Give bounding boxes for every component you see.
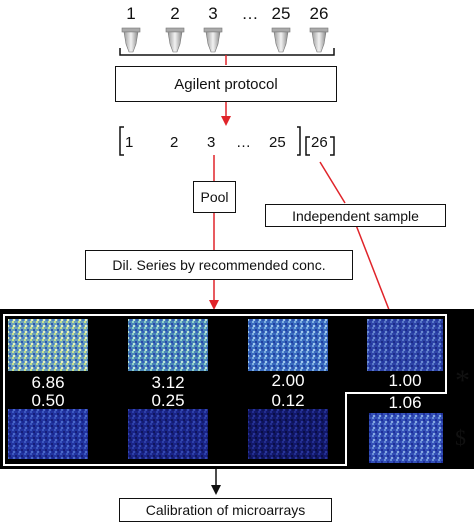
tube-label-25: 25 [271,4,291,23]
independent-sample-box: Independent sample [265,204,446,227]
array-tile-2 [128,319,208,371]
array-tile-3 [248,319,328,371]
sample-label-26: 26 [311,134,328,151]
sample-label-3: 3 [207,134,216,151]
sample-label-ellipsis: … [236,134,251,151]
panel-outline [3,314,447,466]
microarray-panel: 6.86 3.12 2.00 1.00 0.50 0.25 0.12 1.06 [0,309,474,469]
tube-26 [309,27,329,53]
value-0-25: 0.25 [151,391,185,410]
array-tile-6 [128,409,208,459]
tube-2 [165,27,185,53]
tube-label-ellipsis: … [241,4,259,23]
value-1-06: 1.06 [388,393,422,412]
value-2-00: 2.00 [271,371,305,390]
tube-bracket [119,48,335,56]
value-0-12: 0.12 [271,391,305,410]
tube-label-3: 3 [208,4,218,23]
tube-1 [121,27,141,53]
arrow-26-to-independent [319,161,346,204]
asterisk-marker: * [455,364,470,397]
sample-label-25: 25 [269,134,286,151]
array-tile-1 [8,319,88,371]
tube-label-2: 2 [170,4,180,23]
calibration-box: Calibration of microarrays [119,498,332,522]
value-1-00: 1.00 [388,371,422,390]
dilution-series-box: Dil. Series by recommended conc. [85,250,353,280]
value-3-12: 3.12 [151,373,185,392]
array-tile-7 [248,409,328,459]
tube-label-26: 26 [309,4,329,23]
tube-label-1: 1 [126,4,136,23]
agilent-protocol-box: Agilent protocol [115,66,337,102]
pool-box: Pool [193,181,236,213]
sample-label-2: 2 [170,134,179,151]
sample-label-1: 1 [125,134,134,151]
tube-25 [271,27,291,53]
samples-bracket [119,126,301,156]
array-tile-5 [8,409,88,459]
tube-3 [203,27,223,53]
sample-26-bracket [305,136,335,156]
value-0-50: 0.50 [31,391,65,410]
array-tile-4 [367,319,443,371]
value-6-86: 6.86 [31,373,65,392]
dollar-marker: $ [455,425,466,450]
array-tile-8 [369,413,443,463]
